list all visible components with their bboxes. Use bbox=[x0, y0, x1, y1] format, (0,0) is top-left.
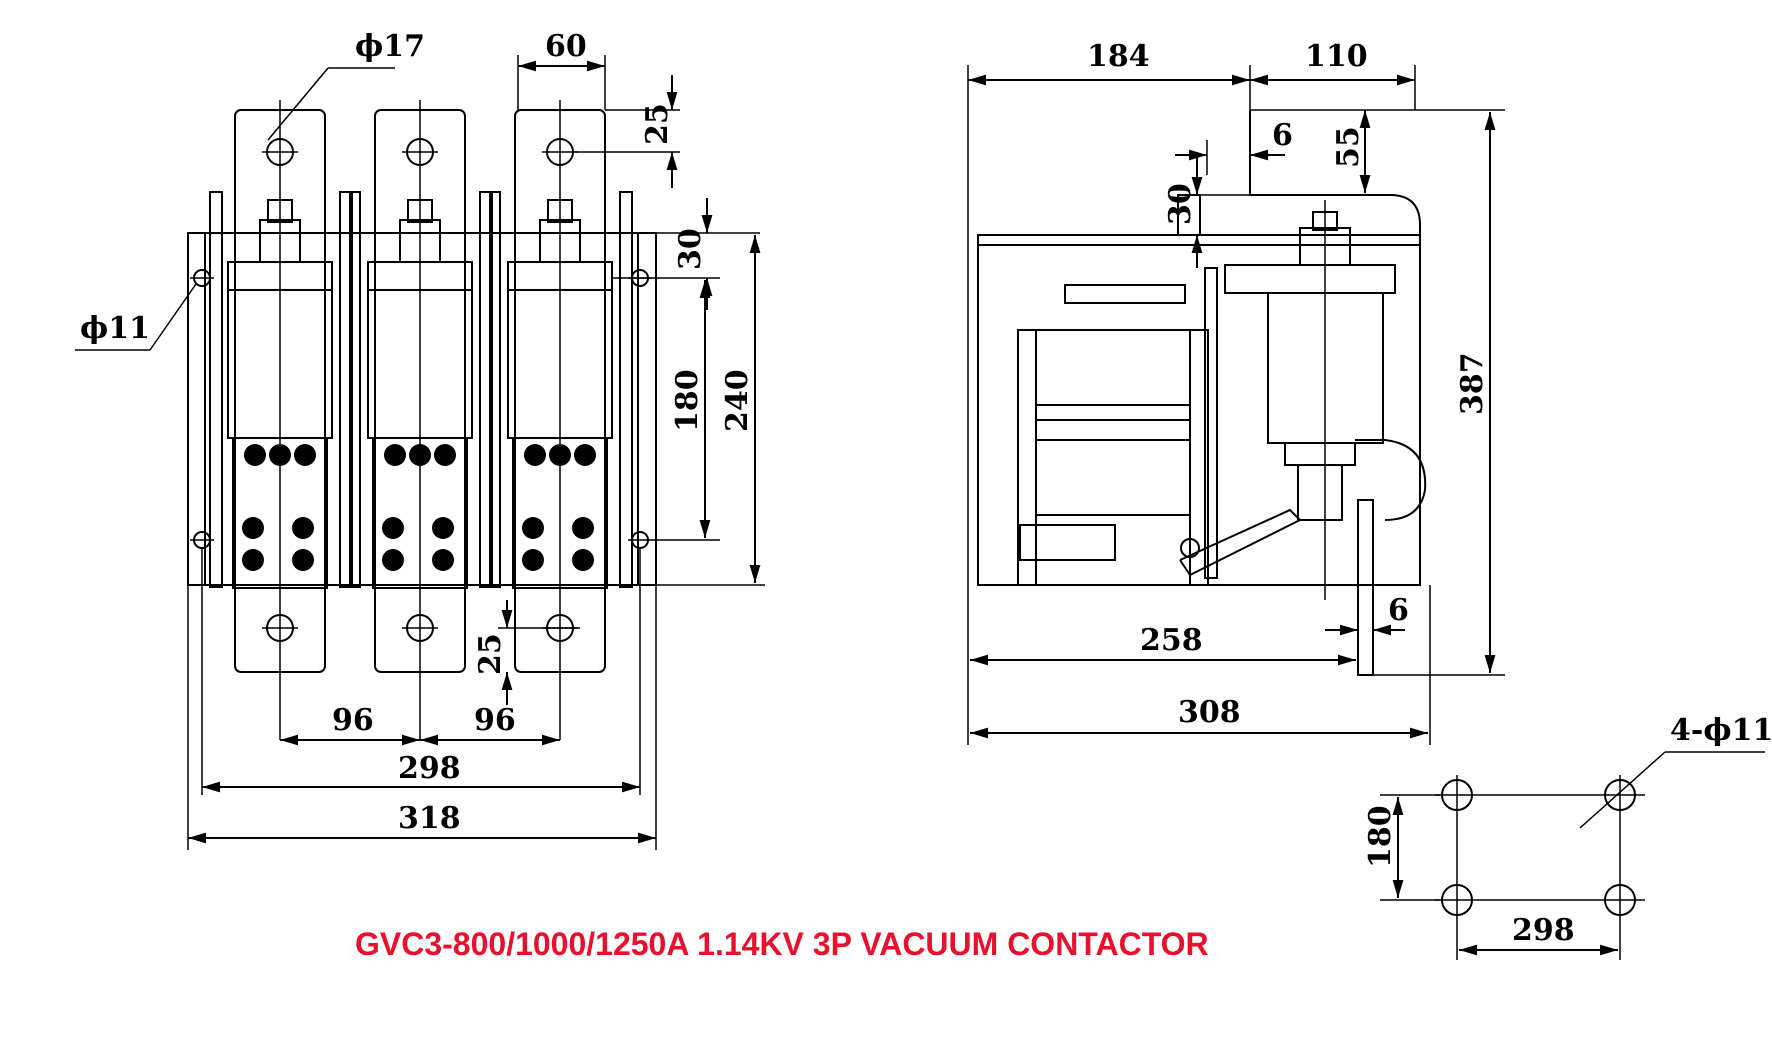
dim-hole-side: ϕ11 bbox=[80, 311, 150, 346]
dim-height-30: 30 bbox=[673, 228, 708, 270]
dim-width-298: 298 bbox=[398, 751, 461, 786]
side-dims: 184 110 6 55 30 387 258 bbox=[967, 39, 1505, 745]
dim-mount-width-298: 298 bbox=[1512, 913, 1575, 948]
dim-hole-top: ϕ17 bbox=[355, 29, 425, 64]
dim-terminal-width: 60 bbox=[545, 29, 587, 64]
dim-height-240: 240 bbox=[720, 369, 755, 432]
dim-depth-308: 308 bbox=[1178, 695, 1241, 730]
pole-1 bbox=[227, 100, 333, 740]
dim-pitch-right: 96 bbox=[474, 703, 516, 738]
dim-mount-holes: 4-ϕ11 bbox=[1670, 713, 1772, 748]
dim-bottom-offset: 25 bbox=[473, 633, 508, 675]
dim-depth-184: 184 bbox=[1087, 39, 1150, 74]
side-base bbox=[977, 234, 1421, 586]
front-dims: ϕ17 ϕ11 60 25 30 180 bbox=[75, 29, 765, 850]
dim-depth-110: 110 bbox=[1305, 39, 1368, 74]
dim-width-318: 318 bbox=[398, 801, 461, 836]
dim-gap-6-bottom: 6 bbox=[1388, 593, 1409, 628]
dim-height-55: 55 bbox=[1331, 126, 1366, 168]
side-view: 184 110 6 55 30 387 258 bbox=[967, 39, 1505, 745]
dim-height-387: 387 bbox=[1455, 352, 1490, 415]
dim-height-180: 180 bbox=[670, 369, 705, 432]
front-view: ϕ17 ϕ11 60 25 30 180 bbox=[75, 29, 765, 850]
dim-top-offset: 25 bbox=[640, 103, 675, 145]
pole-3 bbox=[507, 100, 613, 740]
mounting-view: 180 298 4-ϕ11 bbox=[1363, 713, 1772, 960]
dim-depth-258: 258 bbox=[1140, 623, 1203, 658]
front-base-plate bbox=[187, 232, 657, 586]
pole-2 bbox=[367, 100, 473, 740]
dim-mount-height-180: 180 bbox=[1363, 805, 1398, 868]
dim-side-height-30: 30 bbox=[1163, 183, 1198, 225]
dim-gap-6-top: 6 bbox=[1272, 118, 1293, 153]
dim-pitch-left: 96 bbox=[332, 703, 374, 738]
drawing-title: GVC3-800/1000/1250A 1.14KV 3P VACUUM CON… bbox=[355, 926, 1209, 962]
